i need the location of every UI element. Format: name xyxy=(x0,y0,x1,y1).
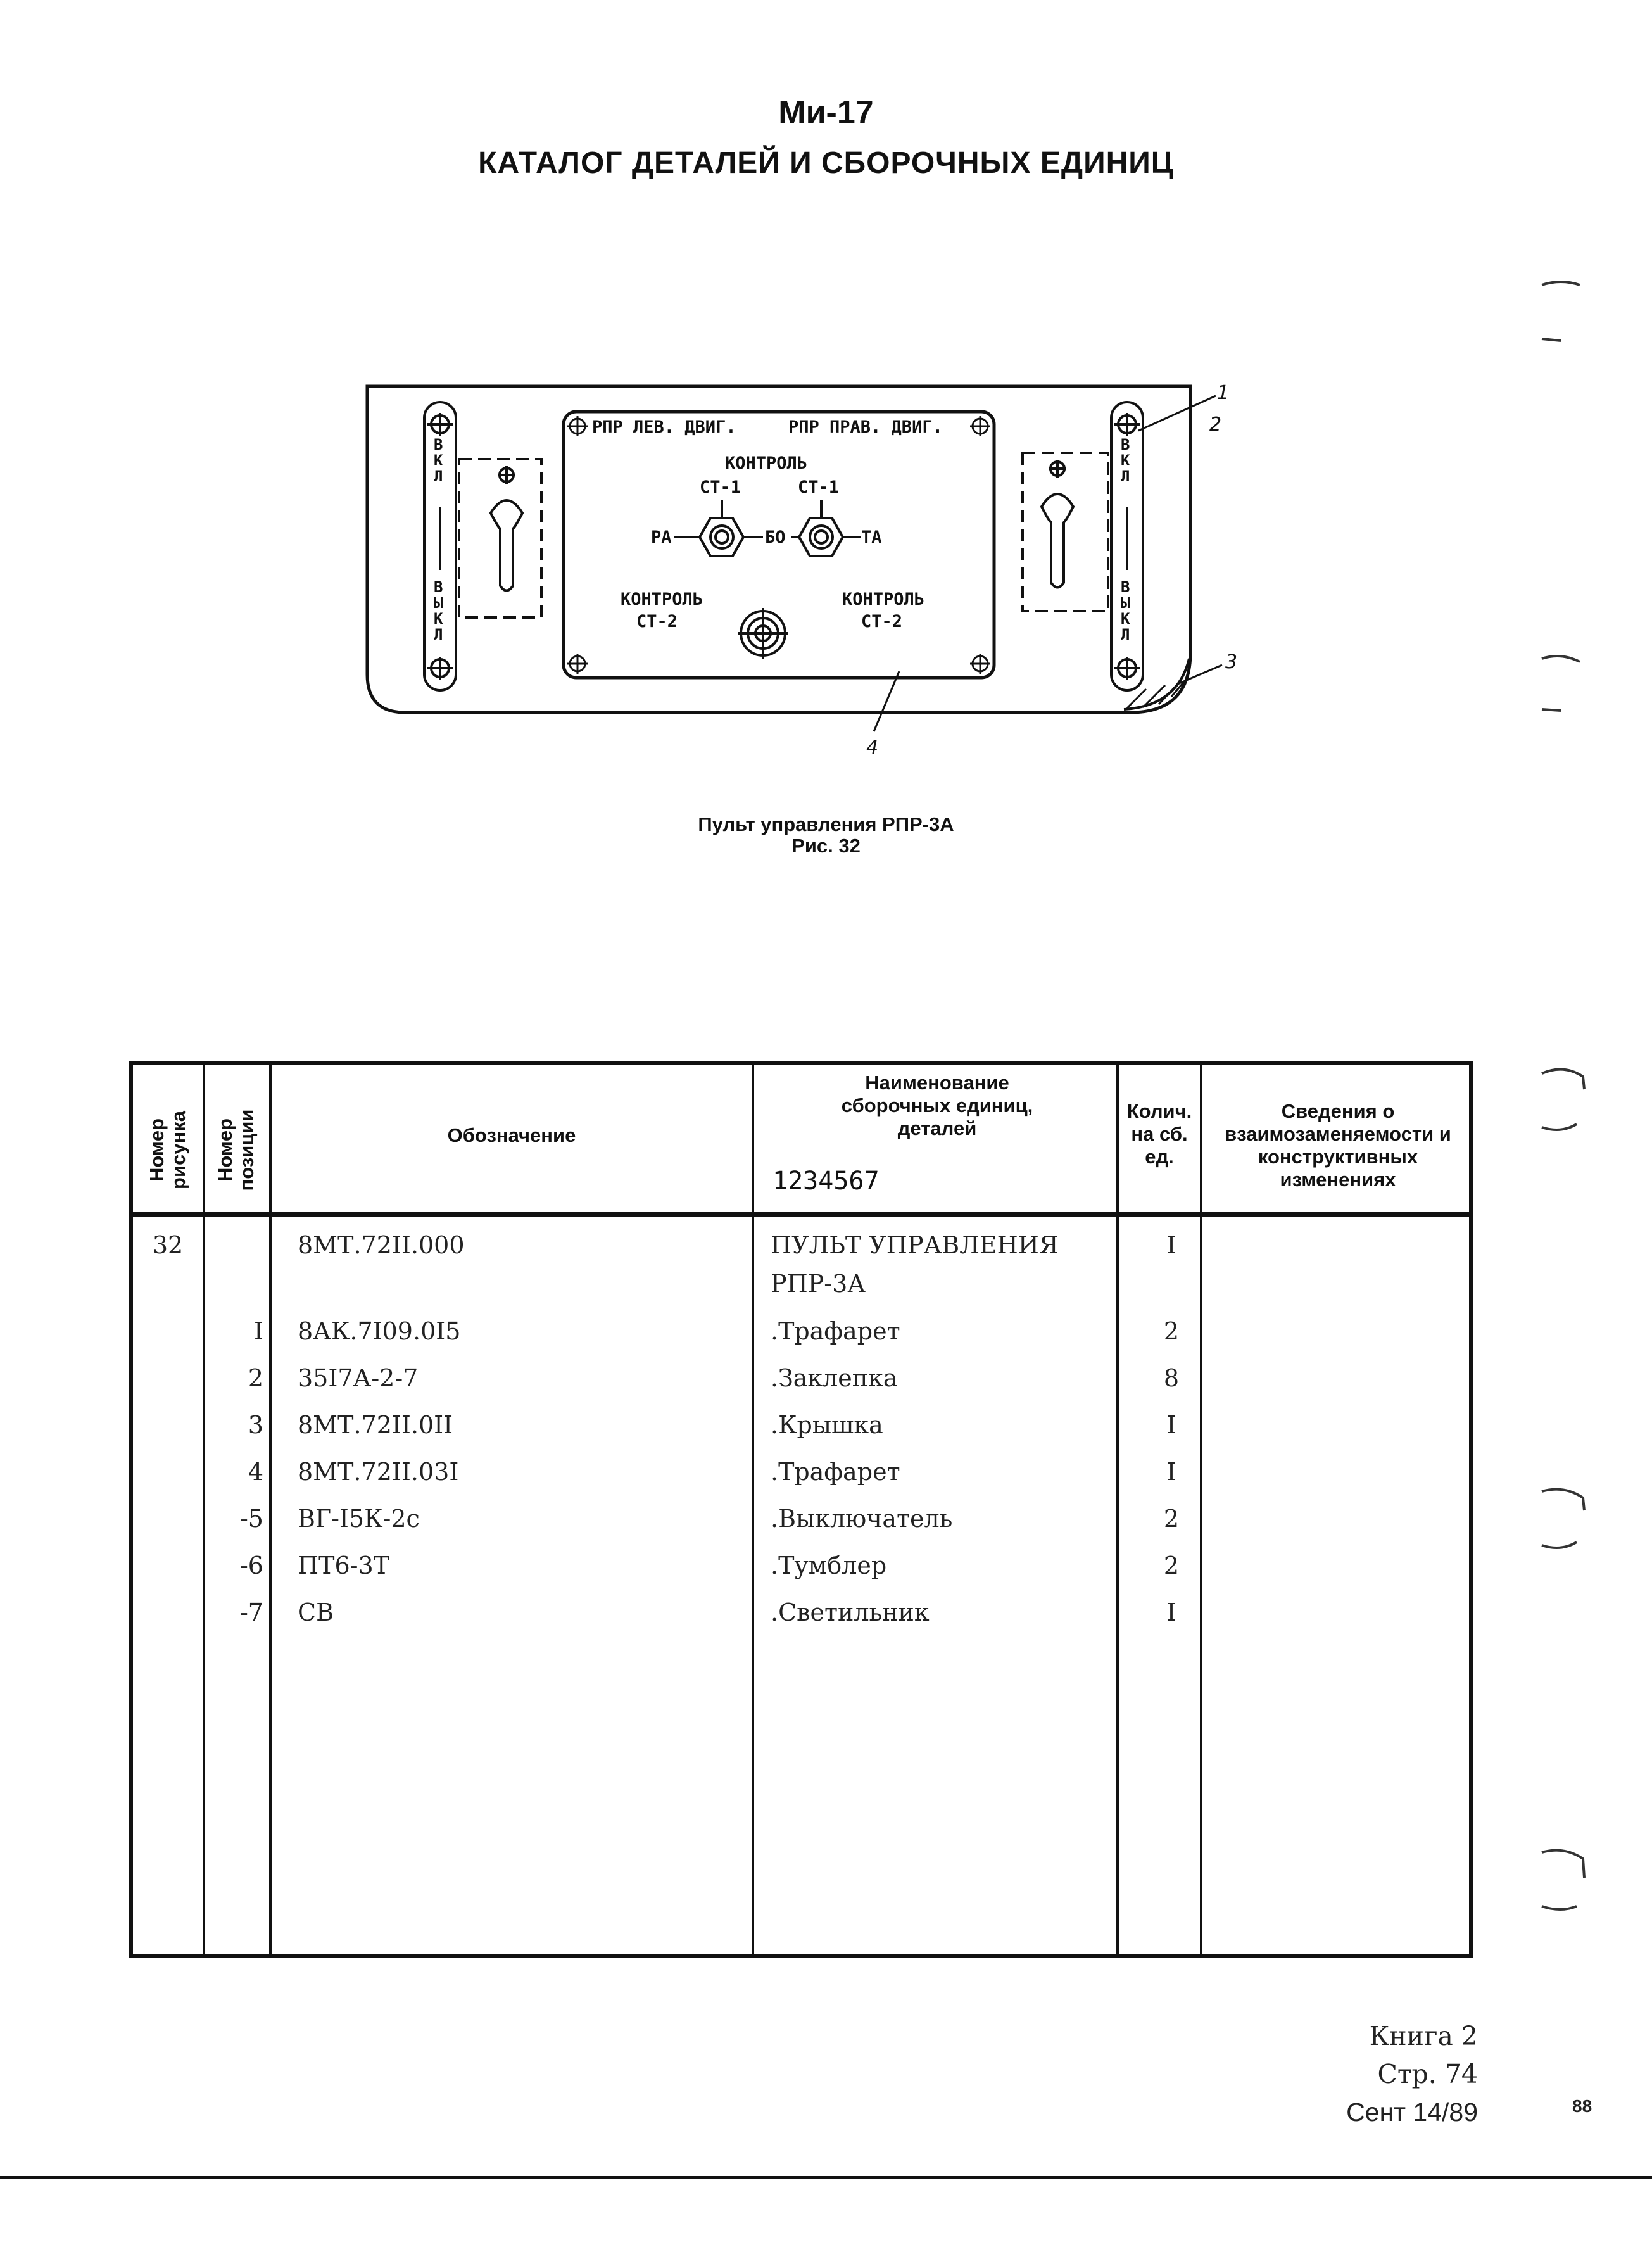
table-row-designation: ПТ6-3Т xyxy=(298,1552,390,1579)
svg-text:Л: Л xyxy=(1121,467,1130,485)
label-kontrol-st2-left: КОНТРОЛЬ xyxy=(621,590,703,609)
right-toggle-switch xyxy=(1021,401,1144,692)
svg-text:К: К xyxy=(1121,452,1130,469)
parts-table: Номер рисунка Номер позиции Обозначение … xyxy=(129,1061,1473,1958)
bottom-rule xyxy=(0,2176,1652,2179)
label-bo: БО xyxy=(765,528,786,547)
table-row-pos: -6 xyxy=(239,1552,263,1579)
table-row-name: РПР-3А xyxy=(771,1270,866,1298)
label-plate xyxy=(562,410,996,680)
header-position-number: Номер позиции xyxy=(214,1109,258,1191)
catalog-title: КАТАЛОГ ДЕТАЛЕЙ И СБОРОЧНЫХ ЕДИНИЦ xyxy=(478,146,1174,180)
svg-text:Л: Л xyxy=(434,467,443,485)
table-row-pos: I xyxy=(253,1317,263,1345)
table-row-designation: 8АК.7I09.0I5 xyxy=(298,1317,461,1345)
callout-3: 3 xyxy=(1225,651,1237,673)
figure-caption: Пульт управления РПР-3А Рис. 32 xyxy=(0,814,1652,857)
table-row-qty: I xyxy=(1166,1458,1176,1486)
callout-2: 2 xyxy=(1209,414,1221,436)
table-row-name: .Выключатель xyxy=(771,1505,953,1533)
book-number: Книга 2 xyxy=(1369,2021,1478,2051)
svg-text:Л: Л xyxy=(1121,626,1130,643)
svg-text:К: К xyxy=(434,452,443,469)
table-row-pos: -7 xyxy=(239,1598,263,1626)
table-row-designation: 8МТ.72II.03I xyxy=(298,1458,459,1486)
label-left-engine: РПР ЛЕВ. ДВИГ. xyxy=(592,417,736,437)
header-quantity: Колич. на сб. ед. xyxy=(1126,1100,1192,1168)
left-off-label: В xyxy=(434,578,443,596)
table-row-name: .Светильник xyxy=(771,1598,930,1626)
svg-text:Ы: Ы xyxy=(1121,594,1130,612)
label-st2-left: СТ-2 xyxy=(636,612,678,631)
callout-1: 1 xyxy=(1217,382,1229,404)
table-row-designation: 8МТ.72II.000 xyxy=(298,1231,465,1259)
label-ra: РА xyxy=(651,528,672,547)
header-interchangeability: Сведения о взаимозаменяемости и конструк… xyxy=(1225,1100,1451,1191)
header-name-code: 1234567 xyxy=(772,1167,880,1196)
page-footer: Книга 2 Стр. 74 Сент 14/89 xyxy=(1346,2017,1478,2131)
table-row-name: .Трафарет xyxy=(771,1317,900,1345)
left-toggle-switch xyxy=(423,401,543,692)
header-designation: Обозначение xyxy=(447,1124,576,1146)
left-on-label: В xyxy=(434,436,443,453)
table-row-qty: I xyxy=(1166,1231,1176,1259)
table-row-qty: I xyxy=(1166,1411,1176,1439)
header-name: Наименование сборочных единиц, деталей xyxy=(841,1072,1033,1139)
figure-title: Пульт управления РПР-3А xyxy=(698,813,954,835)
label-right-engine: РПР ПРАВ. ДВИГ. xyxy=(788,417,943,437)
svg-text:Ы: Ы xyxy=(434,594,443,612)
revision-date: Сент 14/89 xyxy=(1346,2098,1478,2127)
svg-text:К: К xyxy=(434,610,443,628)
label-ta: ТА xyxy=(861,528,882,547)
panel-outline xyxy=(365,384,1192,714)
right-off-label: В xyxy=(1121,578,1130,596)
label-st1-right: СТ-1 xyxy=(798,478,839,497)
binder-hole-marks xyxy=(1541,281,1586,1911)
table-row-fig: 32 xyxy=(152,1231,184,1259)
svg-text:К: К xyxy=(1121,610,1130,628)
header-figure-number: Номер рисунка xyxy=(146,1111,189,1189)
table-row-qty: 2 xyxy=(1163,1505,1180,1533)
table-row-designation: ВГ-I5К-2с xyxy=(298,1505,420,1533)
table-row-designation: 35I7А-2-7 xyxy=(298,1364,419,1392)
table-row-designation: 8МТ.72II.0II xyxy=(298,1411,453,1439)
lamp-st1-left xyxy=(674,500,763,557)
table-row-name: .Крышка xyxy=(771,1411,883,1439)
table-row-name: .Трафарет xyxy=(771,1458,900,1486)
table-row-name: ПУЛЬТ УПРАВЛЕНИЯ xyxy=(771,1231,1059,1259)
document-model-title: Ми-17 xyxy=(778,94,874,131)
label-st1-left: СТ-1 xyxy=(700,478,741,497)
table-row-pos: 4 xyxy=(248,1458,263,1486)
table-row-qty: 2 xyxy=(1163,1317,1180,1345)
label-kontrol-st2-right: КОНТРОЛЬ xyxy=(842,590,924,609)
figure-number: Рис. 32 xyxy=(791,835,861,857)
control-panel-drawing: РПР ЛЕВ. ДВИГ. РПР ПРАВ. ДВИГ. КОНТРОЛЬ … xyxy=(365,382,1237,759)
table-row-pos: -5 xyxy=(239,1505,263,1533)
svg-text:Л: Л xyxy=(434,626,443,643)
label-st2-right: СТ-2 xyxy=(861,612,902,631)
table-row-qty: 2 xyxy=(1163,1552,1180,1579)
table-row-qty: 8 xyxy=(1163,1364,1180,1392)
table-row-name: .Тумблер xyxy=(771,1552,887,1579)
table-row-pos: 2 xyxy=(248,1364,263,1392)
lamp-st1-right xyxy=(791,500,861,557)
table-row-name: .Заклепка xyxy=(771,1364,898,1392)
sheet-number: 88 xyxy=(1572,2096,1592,2116)
lamp-st2 xyxy=(738,608,788,659)
page-number: Стр. 74 xyxy=(1377,2059,1478,2089)
hatched-corner xyxy=(1123,658,1190,711)
right-on-label: В xyxy=(1121,436,1130,453)
table-row-pos: 3 xyxy=(248,1411,263,1439)
label-kontrol: КОНТРОЛЬ xyxy=(725,453,807,473)
callout-4: 4 xyxy=(866,737,878,759)
table-row-designation: СВ xyxy=(298,1598,334,1626)
table-row-qty: I xyxy=(1166,1598,1176,1626)
